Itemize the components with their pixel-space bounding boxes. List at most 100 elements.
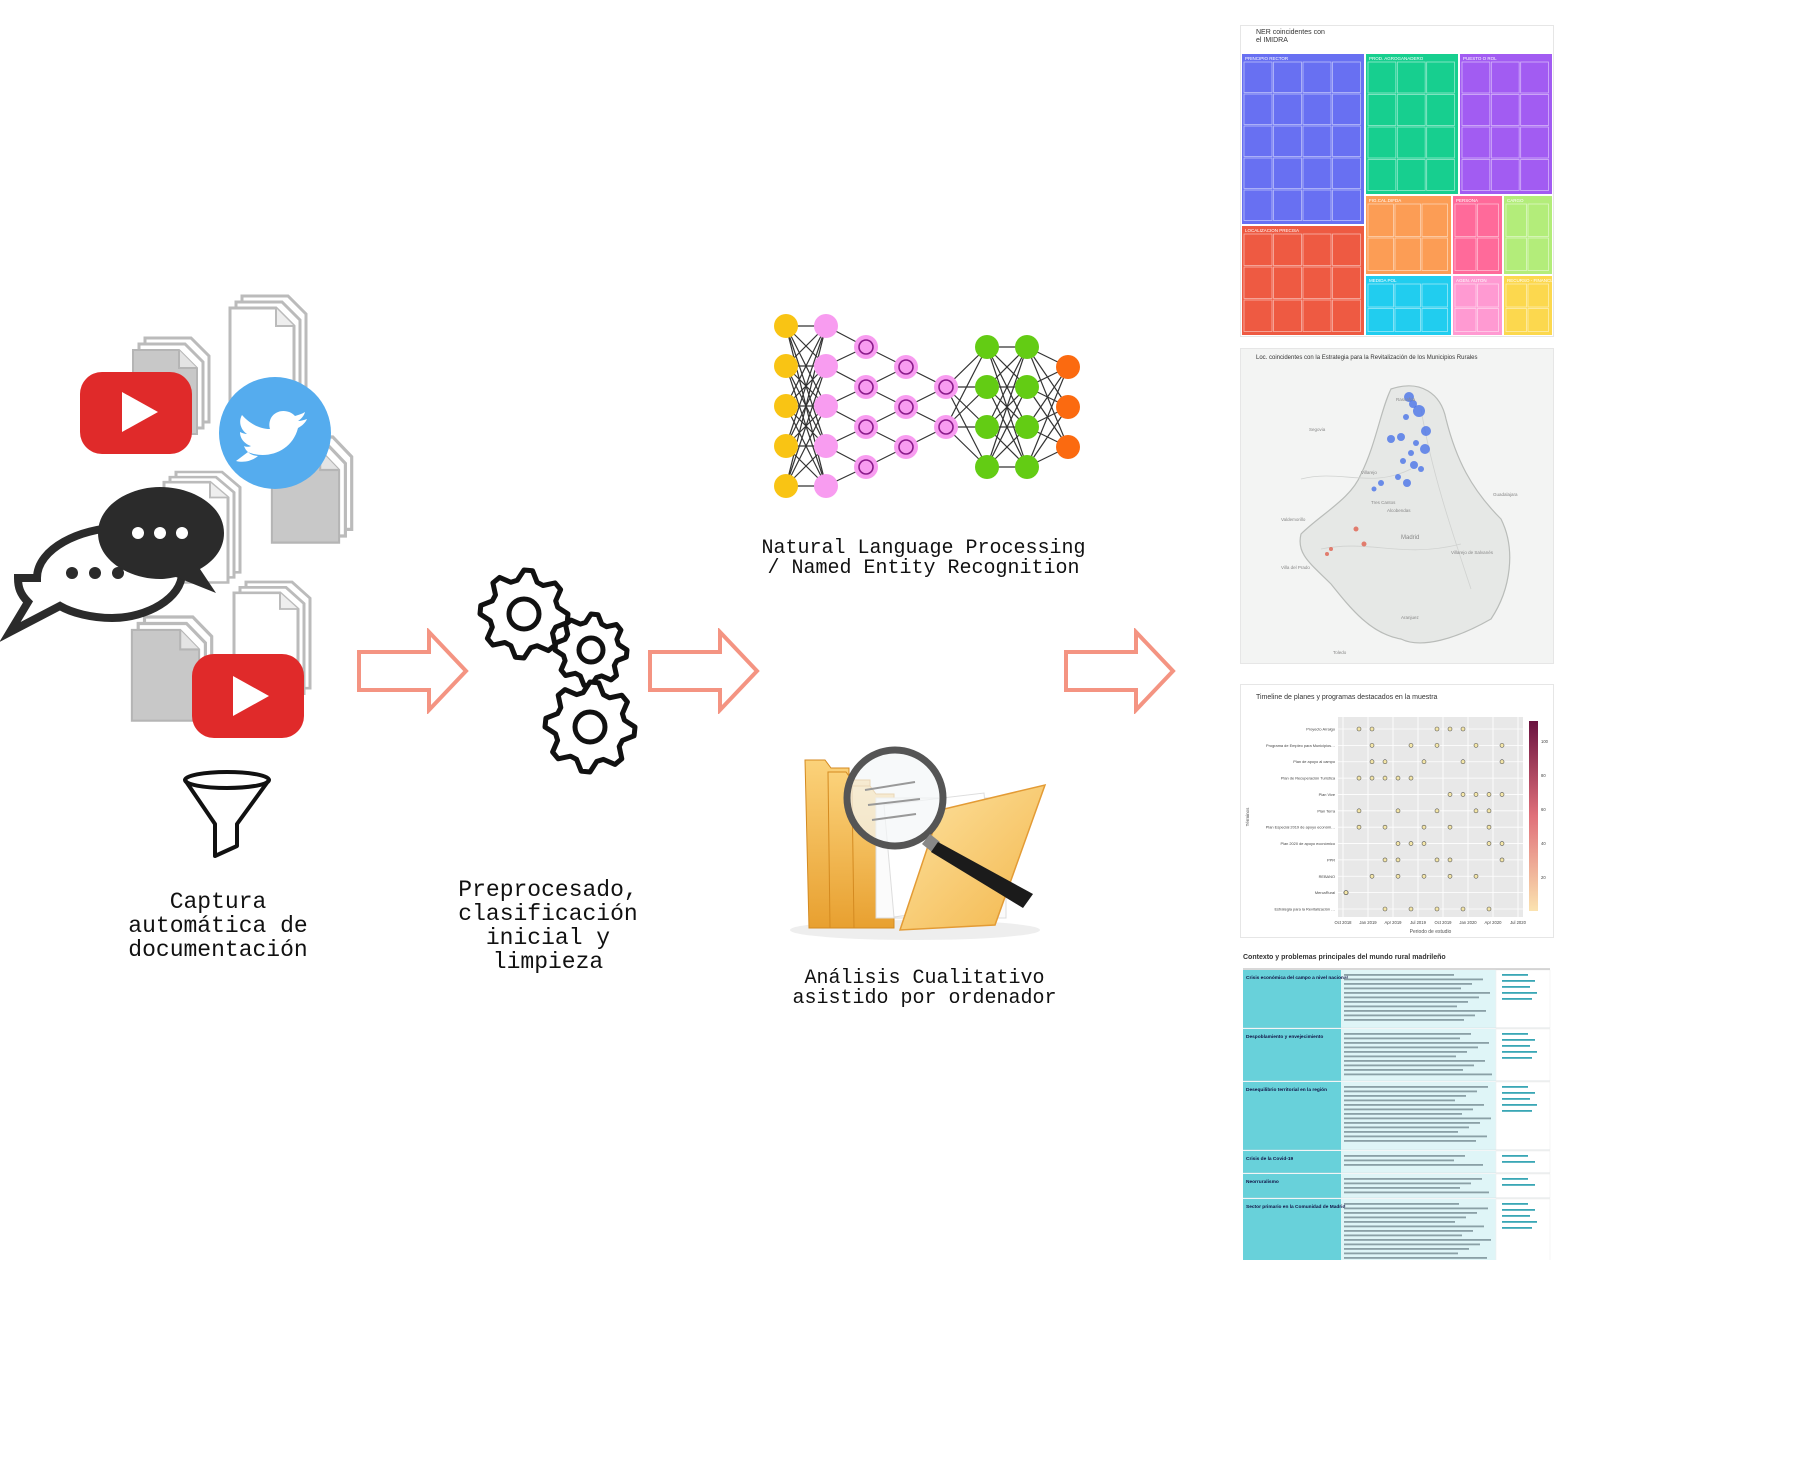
timeline-term-label: Plan de Recuperación Turística [1281,776,1336,781]
treemap-title: NER coincidentes con el IMIDRA [1256,29,1325,45]
treemap-group-label: PRINCIPIO RECTOR [1245,56,1289,61]
timeline-event [1447,873,1453,879]
map-marker [1400,458,1406,464]
map-marker [1361,541,1367,547]
table-text-line [1344,1257,1487,1259]
treemap-cell [1477,203,1499,237]
table-text-line [1344,1234,1462,1237]
nn-node-ring [898,399,914,415]
timeline-event [1408,743,1414,748]
treemap-cell [1477,237,1499,271]
table-link-line [1502,1039,1535,1041]
treemap-cell [1243,61,1273,93]
timeline-event [1382,759,1388,765]
timeline-event [1421,824,1427,830]
table-text-line [1344,1135,1487,1138]
timeline-xtick: Jul 2020 [1510,920,1527,925]
timeline-event [1460,759,1466,765]
nn-node [854,335,878,359]
map-place-label: Villarejo [1361,470,1377,475]
timeline-event [1499,841,1505,846]
nn-node [854,455,878,479]
treemap-cell [1461,61,1491,94]
nn-edge [785,365,827,487]
treemap-cell [1302,157,1332,189]
treemap-cell [1273,61,1302,93]
timeline-event [1408,841,1414,846]
map-place-label: Toledo [1333,650,1347,655]
table-row-header [1243,1029,1341,1081]
table-text-line [1344,1090,1477,1093]
timeline-event [1434,726,1440,732]
timeline-xtick: Apr 2019 [1385,920,1403,925]
capture-caption: Captura automática de documentación [128,889,308,964]
treemap-cell [1273,93,1302,125]
nn-node [814,394,838,418]
map-place-label: Madrid [1401,535,1419,541]
treemap-cell [1332,233,1361,266]
timeline-event [1395,873,1401,879]
map-marker [1403,479,1411,487]
table-text-line [1344,996,1479,999]
timeline-plot-bg [1338,717,1523,917]
table-row-links [1495,1173,1551,1199]
timeline-xlabel: Periodo de estudio [1410,929,1452,935]
treemap-cell [1273,233,1302,266]
table-row-header [1243,1174,1341,1198]
nn-node [1056,395,1080,419]
treemap-cell [1394,283,1421,308]
timeline-event [1369,873,1375,879]
table-link-line [1502,1178,1528,1180]
treemap-cell [1527,237,1549,271]
preprocess-caption: Preprocesado, clasificación inicial y li… [458,877,638,976]
nn-edge [785,325,827,407]
map-marker [1378,480,1384,486]
nn-node-ring [938,419,954,435]
treemap-cell [1273,157,1302,189]
timeline-event [1369,775,1375,781]
timeline-event [1473,743,1479,748]
timeline-event [1395,857,1401,863]
treemap-cell [1490,126,1520,159]
timeline-term-label: REBANO [1319,874,1335,879]
table-row-label: Neorruralismo [1246,1179,1279,1185]
table-link-line [1502,1086,1528,1088]
timeline-event [1486,808,1492,814]
timeline-event [1434,808,1440,814]
map-marker [1395,474,1401,480]
map-place-label: Tres Cantos [1371,500,1396,505]
timeline-event [1343,890,1349,895]
nn-node [894,435,918,459]
timeline-event [1382,906,1388,912]
treemap-group-label: PERSONA [1456,198,1478,203]
treemap-cell [1302,299,1332,332]
map-marker [1410,461,1418,469]
timeline-term-label: MercaRural [1315,890,1335,895]
treemap-cell [1367,159,1397,191]
map-place-label: Rascafría [1396,397,1416,402]
timeline-title: Timeline de planes y programas destacado… [1256,694,1438,701]
capture-icons [0,294,354,858]
map-marker [1421,426,1431,436]
table-link-line [1502,1227,1532,1229]
arrow-icon [357,628,469,714]
table-row-header [1243,1199,1341,1260]
nn-node [1015,415,1039,439]
treemap-cell [1396,126,1426,159]
treemap-group-label: AGEN. AUTON [1456,278,1487,283]
table-link-line [1502,974,1528,976]
map-marker [1329,547,1333,551]
table-text-line [1344,1005,1457,1008]
table-text-line [1344,1108,1473,1111]
treemap-cell [1426,94,1455,126]
nn-edge [986,346,1028,428]
treemap-cell [1302,266,1332,299]
table-link-line [1502,1051,1537,1053]
table-text-line [1344,1248,1469,1250]
timeline-event [1473,873,1479,879]
nn-edge [1026,366,1069,428]
table-text-line [1344,1104,1484,1106]
twitter-icon [219,377,331,489]
nn-node [774,434,798,458]
timeline-event [1408,906,1414,912]
